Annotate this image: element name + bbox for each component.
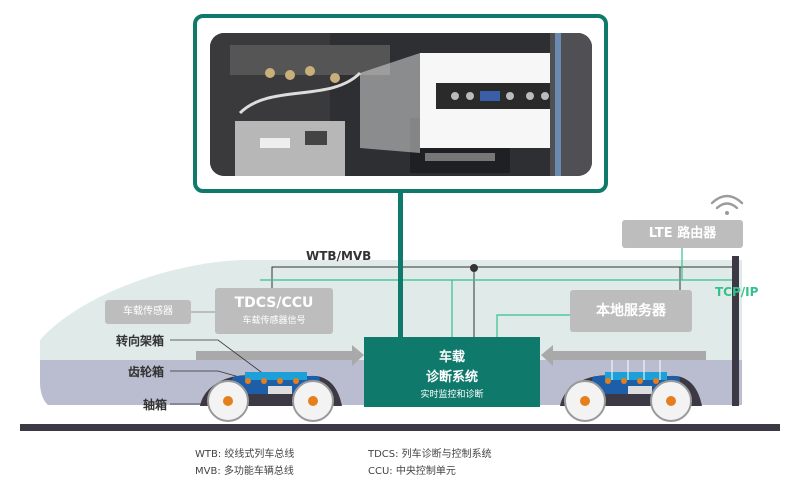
bus-junction (470, 264, 478, 272)
right-bogie (560, 360, 702, 422)
lte-router-label: LTE 路由器 (648, 226, 717, 241)
left-bogie (200, 372, 342, 422)
rail (20, 424, 780, 431)
vehicle-sensor-box: 车载传感器 (105, 300, 191, 324)
end-pole (732, 256, 739, 406)
right-arrow (541, 345, 706, 366)
diagnosis-line1: 车载 (438, 350, 465, 365)
local-server-box: 本地服务器 (570, 290, 692, 332)
gearbox-label: 齿轮箱 (128, 365, 165, 379)
sensor-connector (191, 311, 215, 313)
left-arrow (196, 345, 364, 366)
axle-box-label: 轴箱 (143, 398, 168, 412)
tdcs-ccu-title: TDCS/CCU (234, 295, 314, 311)
diagnosis-subtitle: 实时监控和诊断 (420, 390, 484, 400)
tcp-ip-label: TCP/IP (715, 285, 759, 299)
vehicle-sensor-label: 车载传感器 (123, 306, 173, 317)
legend-wtb: WTB: 绞线式列车总线 (195, 449, 295, 460)
local-server-label: 本地服务器 (596, 303, 666, 319)
legend-left: WTB: 绞线式列车总线 MVB: 多功能车辆总线 (195, 446, 294, 480)
tcp-lines (260, 248, 732, 337)
wifi-icon (710, 194, 744, 215)
diagnosis-line2: 诊断系统 (425, 370, 478, 385)
photo-connector (398, 192, 403, 338)
tdcs-ccu-subtitle: 车载传感器信号 (242, 316, 306, 326)
bogie-label: 转向架箱 (116, 334, 165, 348)
lte-router-box: LTE 路由器 (622, 220, 743, 248)
bus-lines (271, 266, 732, 337)
wtb-mvb-label: WTB/MVB (306, 249, 372, 263)
legend-ccu: CCU: 中央控制单元 (368, 466, 456, 477)
legend-mvb: MVB: 多功能车辆总线 (195, 466, 294, 477)
tdcs-ccu-box: TDCS/CCU 车载传感器信号 (215, 288, 333, 334)
legend-tdcs: TDCS: 列车诊断与控制系统 (368, 449, 492, 460)
diagnosis-system-box: 车载 诊断系统 实时监控和诊断 (364, 337, 540, 407)
legend-right: TDCS: 列车诊断与控制系统 CCU: 中央控制单元 (368, 446, 492, 480)
equipment-photo (210, 33, 592, 176)
